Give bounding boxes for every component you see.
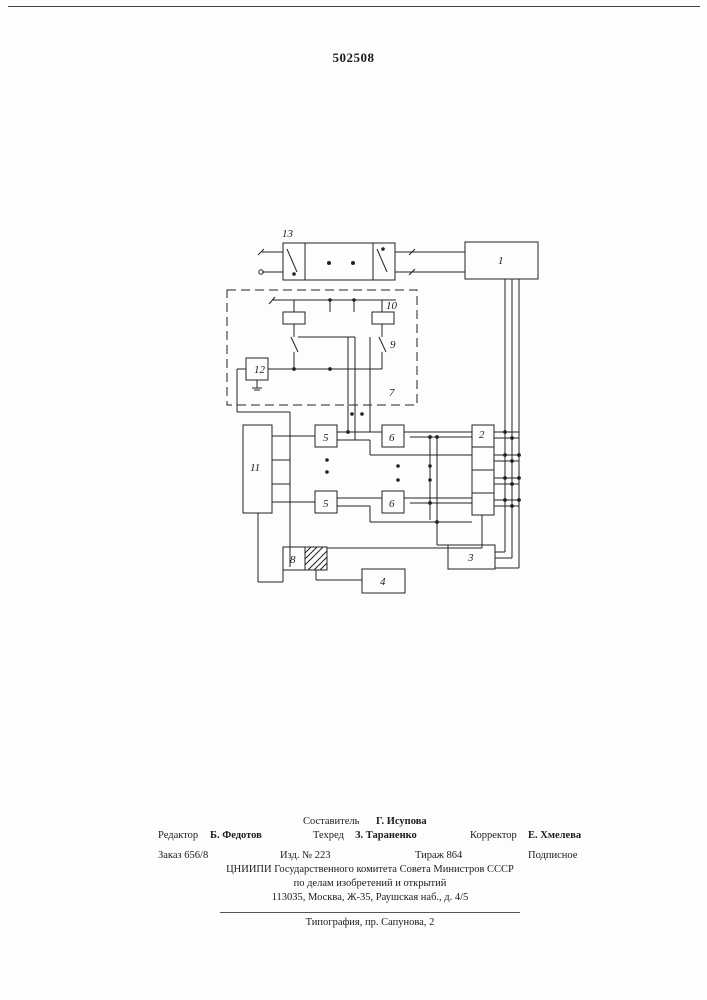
label-6-top: 6 (389, 432, 395, 444)
label-13: 13 (282, 228, 294, 240)
wiring-11-5 (272, 436, 315, 502)
institute: ЦНИИПИ Государственного комитета Совета … (150, 863, 590, 877)
label-9: 9 (390, 339, 396, 351)
order-number: Заказ 656/8 (158, 849, 208, 863)
label-10: 10 (386, 300, 398, 312)
label-4: 4 (380, 576, 386, 588)
label-7: 7 (389, 387, 395, 399)
input-terminals (258, 249, 283, 274)
subscription: Подписное (528, 849, 577, 863)
label-3: 3 (467, 552, 474, 564)
techred-name: З. Тараненко (355, 829, 417, 843)
block-2-stack (472, 425, 520, 548)
label-2: 2 (479, 429, 485, 441)
imprint-compiler-row: Составитель Г. Исупова (150, 815, 590, 829)
bus-13-to-1 (395, 249, 465, 275)
label-12: 12 (254, 364, 266, 376)
circulation: Тираж 864 (415, 849, 462, 863)
block-8 (258, 513, 448, 582)
corrector-role: Корректор (470, 829, 517, 843)
bus-from-block-1 (495, 279, 519, 568)
institute-sub: по делам изобретений и открытий (150, 877, 590, 891)
imprint-staff-row: Редактор Б. Федотов Техред З. Тараненко … (150, 829, 590, 843)
block-labels: 13 1 10 9 12 7 5 6 2 11 5 6 3 8 4 (250, 228, 504, 588)
techred-role: Техред (313, 829, 344, 843)
label-5-bottom: 5 (323, 498, 329, 510)
address: 113035, Москва, Ж-35, Раушская наб., д. … (150, 891, 590, 905)
imprint-block: Составитель Г. Исупова Редактор Б. Федот… (150, 815, 590, 930)
label-6-bottom: 6 (389, 498, 395, 510)
edition-number: Изд. № 223 (280, 849, 331, 863)
printing-house: Типография, пр. Сапунова, 2 (220, 912, 520, 930)
compiler-name: Г. Исупова (376, 815, 427, 829)
label-1: 1 (498, 255, 504, 267)
corrector-name: Е. Хмелева (528, 829, 581, 843)
editor-name: Б. Федотов (210, 829, 262, 843)
wiring-5-6-2 (326, 432, 472, 545)
label-11: 11 (250, 462, 260, 474)
label-5-top: 5 (323, 432, 329, 444)
label-8: 8 (290, 554, 296, 566)
imprint-order-row: Заказ 656/8 Изд. № 223 Тираж 864 Подписн… (150, 849, 590, 863)
compiler-role: Составитель (303, 815, 359, 829)
switch-block-13 (283, 243, 395, 280)
editor-role: Редактор (158, 829, 198, 843)
